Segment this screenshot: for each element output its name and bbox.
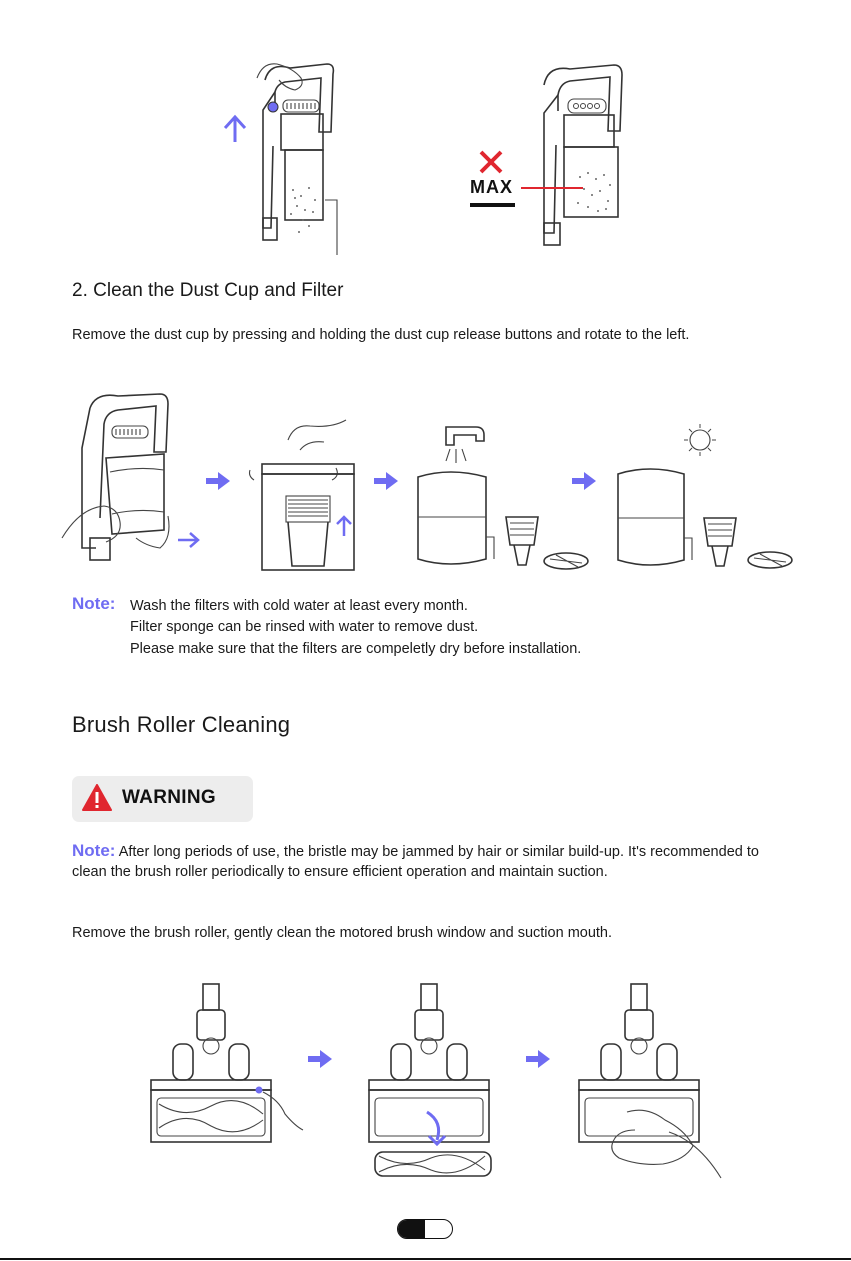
max-underline (470, 203, 515, 207)
section-title-brush-roller: Brush Roller Cleaning (72, 712, 291, 737)
note-line: Please make sure that the filters are co… (130, 641, 582, 657)
step-arrow-icon (572, 472, 596, 490)
filter-drying-illustration (617, 424, 793, 569)
warning-icon (82, 784, 112, 811)
brush-window-cleaning-illustration (578, 983, 722, 1179)
warning-label: WARNING (122, 787, 216, 808)
filter-removal-illustration (248, 419, 355, 571)
step-arrow-icon (526, 1050, 550, 1068)
note-label: Note: (72, 594, 116, 613)
cross-icon (479, 150, 503, 174)
brush-note: Note: After long periods of use, the bri… (72, 841, 772, 882)
vacuum-max-illustration (543, 64, 623, 246)
brush-head-button-illustration (150, 983, 304, 1143)
step-arrow-icon (374, 472, 398, 490)
warning-banner: WARNING (72, 776, 253, 822)
filter-washing-illustration (417, 426, 589, 570)
page-indicator (397, 1219, 453, 1239)
arrow-right-icon (178, 532, 200, 548)
max-level-line (521, 187, 583, 189)
sun-icon (684, 424, 716, 456)
arrow-up-icon (223, 114, 247, 142)
max-label: MAX (470, 177, 513, 197)
step-arrow-icon (308, 1050, 332, 1068)
arrow-up-icon (336, 515, 352, 536)
note-label: Note: (72, 841, 116, 860)
dust-cup-removal-illustration (61, 393, 200, 561)
step-arrow-icon (206, 472, 230, 490)
dust-cup-instructions: Remove the dust cup by pressing and hold… (72, 327, 690, 343)
bottom-rule (0, 1258, 851, 1260)
brush-note-text: After long periods of use, the bristle m… (72, 844, 759, 880)
section-title-clean-dust-cup: 2. Clean the Dust Cup and Filter (72, 280, 344, 301)
note-line: Filter sponge can be rinsed with water t… (130, 619, 479, 635)
brush-instructions: Remove the brush roller, gently clean th… (72, 925, 613, 941)
brush-roller-removed-illustration (368, 983, 492, 1177)
vacuum-lift-illustration (223, 63, 338, 255)
note-line: Wash the filters with cold water at leas… (130, 598, 468, 614)
